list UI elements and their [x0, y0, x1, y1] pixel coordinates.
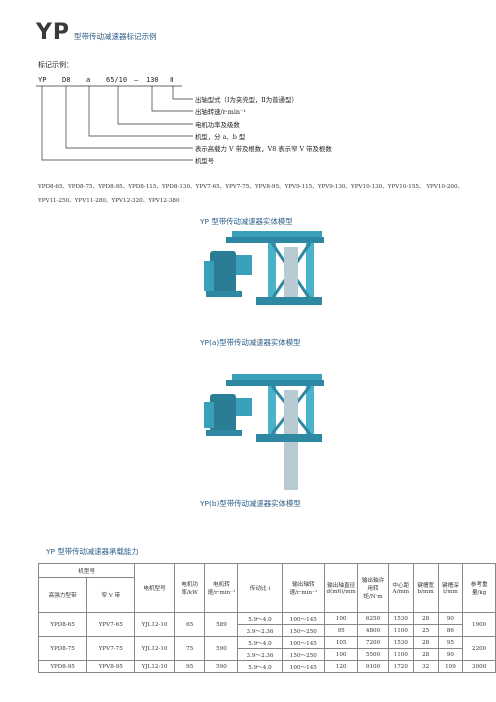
caption-model-3: YP(b)型带传动减速器实体模型	[200, 499, 301, 508]
legend-belt: 表示高载力 V 带及根数，V8 表示窄 V 带及根数	[195, 145, 332, 153]
cell: 100	[324, 612, 359, 625]
cell: 5500	[357, 648, 389, 661]
cell: 5.9～4.0	[237, 612, 283, 625]
header-key-depth: 键槽深t/mm	[437, 563, 464, 613]
legend-type: 机型号	[195, 157, 215, 165]
diagram-label: 标记示例：	[38, 61, 73, 69]
cell: 100～145	[281, 636, 326, 649]
cell: 150～250	[281, 648, 326, 661]
cell: 95	[437, 636, 464, 649]
table-title: YP 型带传动减速器承载能力	[46, 547, 139, 556]
cell: 90	[437, 648, 464, 661]
cell: 1900	[462, 612, 496, 637]
reducer-model-image	[204, 231, 324, 305]
caption-model-1: YP 型带传动减速器实体模型	[200, 217, 293, 226]
cell: 100～145	[281, 612, 326, 625]
cell: 6250	[357, 612, 389, 625]
cell: 86	[437, 624, 464, 637]
cell: 65	[173, 612, 206, 637]
cell: 28	[412, 648, 439, 661]
cell: 150～250	[281, 624, 326, 637]
code-speed: 130	[146, 76, 159, 84]
cell: 100	[324, 648, 359, 661]
header-center: 中心距A/mm	[387, 563, 414, 613]
cell: 105	[324, 636, 359, 649]
header-key-width: 键槽宽b/mm	[412, 563, 439, 613]
code-motor: 65/10	[106, 76, 128, 84]
header-torque: 输出轴许用转矩/N·m	[357, 563, 389, 613]
page-title: 型带传动减速器标记示例	[74, 32, 157, 41]
cell: 95	[173, 660, 206, 673]
cell: 95	[324, 624, 359, 637]
table-row: YPD8-65	[37, 612, 88, 637]
capacity-table: 机型号 电机型号 电机功率/kW 电机转速/r·min⁻¹ 传动比 i 输出轴转…	[37, 563, 496, 673]
header-col1: 高强力型带	[37, 577, 88, 613]
legend-shaft-type: 出轴型式（Ⅰ为夹壳型，Ⅱ为普通型）	[195, 96, 298, 104]
caption-model-2: YP(a)型带传动减速器实体模型	[200, 338, 301, 347]
legend-model: 机型，分 a、b 型	[195, 133, 246, 141]
cell: 1100	[387, 648, 414, 661]
cell: 5.9～4.0	[237, 660, 283, 673]
model-list-line-2: YPV11-250、YPV11-280、YPV12-320、YPV12-380	[38, 198, 180, 204]
cell: 1530	[387, 612, 414, 625]
cell: 100～145	[281, 660, 326, 673]
table-row: YPD8-95	[37, 660, 88, 673]
cell: 2200	[462, 636, 496, 661]
page-title-code: YP	[36, 20, 71, 45]
code-shaft: Ⅱ	[170, 76, 174, 84]
cell: 1530	[387, 636, 414, 649]
header-weight: 参考重量/kg	[462, 563, 496, 613]
code-type: YP	[38, 76, 47, 84]
cell: 1720	[387, 660, 414, 673]
cell: 3000	[462, 660, 496, 673]
legend-speed: 出轴转速/r·min⁻¹	[195, 108, 246, 116]
header-motor: 电机型号	[134, 563, 175, 613]
header-speed: 电机转速/r·min⁻¹	[204, 563, 239, 613]
cell: 4800	[357, 624, 389, 637]
cell: YJL12-10	[134, 612, 175, 637]
header-group: 机型号	[37, 563, 136, 578]
code-belt: D8	[62, 76, 71, 84]
model-list-line-1: YPD8-65、YPD8-75、YPD8-95、YPD8-115、YPD8-13…	[38, 184, 464, 190]
cell: YPV8-95	[86, 660, 136, 673]
reducer-a-model-image	[204, 374, 324, 490]
header-ratio: 传动比 i	[237, 563, 283, 613]
cell: YPV7-65	[86, 612, 136, 637]
cell: 3.9～2.36	[237, 648, 283, 661]
header-shaft-dia: 输出轴直径d(m6)/mm	[324, 563, 359, 613]
cell: 120	[324, 660, 359, 673]
cell: 32	[412, 660, 439, 673]
cell: 7200	[357, 636, 389, 649]
cell: 90	[437, 612, 464, 625]
cell: 3.9～2.36	[237, 624, 283, 637]
code-dash: —	[134, 76, 139, 84]
cell: YJL12-10	[134, 636, 175, 661]
cell: 589	[204, 612, 239, 637]
legend-motor: 电机功率及级数	[195, 121, 240, 129]
cell: 9100	[357, 660, 389, 673]
code-model: a	[86, 76, 91, 84]
header-col2: 窄 V 带	[86, 577, 136, 613]
cell: 109	[437, 660, 464, 673]
cell: 75	[173, 636, 206, 661]
cell: 5.9～4.0	[237, 636, 283, 649]
cell: YPV7-75	[86, 636, 136, 661]
header-out-speed: 输出轴转速/r·min⁻¹	[281, 563, 326, 613]
cell: 590	[204, 660, 239, 673]
cell: 590	[204, 636, 239, 661]
cell: 25	[412, 624, 439, 637]
cell: YJL12-10	[134, 660, 175, 673]
table-row: YPD8-75	[37, 636, 88, 661]
cell: 28	[412, 636, 439, 649]
cell: 1100	[387, 624, 414, 637]
header-power: 电机功率/kW	[173, 563, 206, 613]
cell: 28	[412, 612, 439, 625]
